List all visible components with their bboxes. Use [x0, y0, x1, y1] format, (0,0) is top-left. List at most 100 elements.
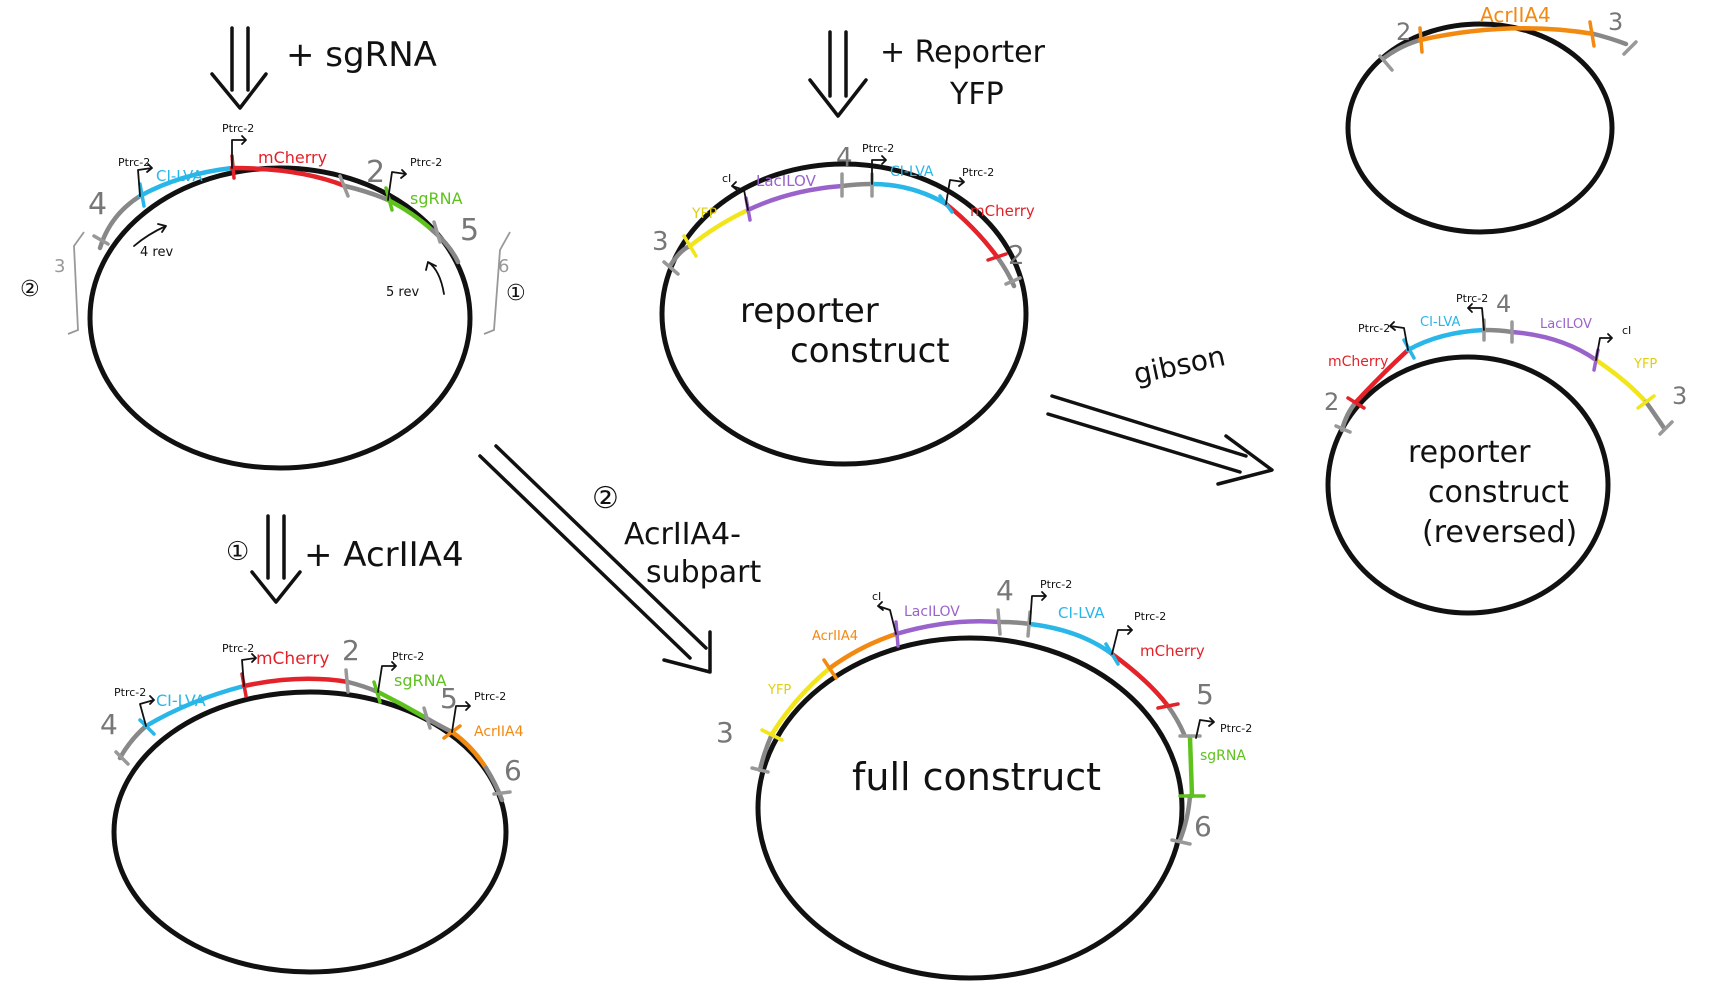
- option-marker: ②: [592, 481, 619, 516]
- junction-label: 2: [1324, 388, 1339, 416]
- promoter-label: Ptrc-2: [222, 122, 254, 135]
- primer-label: 5 rev: [386, 285, 419, 300]
- junction-tick: [372, 680, 382, 704]
- side-number: 3: [54, 256, 65, 277]
- double-arrow-line: [478, 454, 692, 660]
- part-label-LacILOV: LacILOV: [1540, 317, 1592, 332]
- part-label-mCherry: mCherry: [1328, 354, 1388, 370]
- junction-label: 4: [1496, 290, 1511, 318]
- promoter-label: Ptrc-2: [1456, 292, 1488, 305]
- promoter-label: Ptrc-2: [1220, 722, 1252, 735]
- junction-label: 6: [504, 754, 522, 787]
- junction-label: 5: [460, 213, 479, 248]
- promoter-label: Ptrc-2: [1040, 578, 1072, 591]
- AcrIIA4-segment: [449, 729, 489, 771]
- plasmid-title: construct: [790, 331, 950, 371]
- LacILOV-segment: [893, 618, 1003, 637]
- part-label-AcrIIA4: AcrIIA4: [1480, 3, 1551, 27]
- plasmid-acr-part-outline: [1345, 21, 1615, 235]
- backbone-segment: [997, 619, 1033, 627]
- promoter-label: Ptrc-2: [222, 642, 254, 655]
- junction-label: 4: [88, 187, 107, 222]
- junction-label: 2: [342, 634, 360, 667]
- part-label-LacILOV: LacILOV: [904, 604, 960, 620]
- junction-tick: [1658, 420, 1674, 436]
- cI-LVA-segment: [1405, 327, 1487, 353]
- promoter-arrow: [1111, 625, 1133, 655]
- plasmid-bottom-left: Ptrc-2 Ptrc-2 Ptrc-2 Ptrc-2 CI-LVA mCher…: [100, 634, 524, 975]
- plasmid-title: full construct: [852, 755, 1101, 799]
- promoter-arrow: [137, 163, 153, 197]
- junction-tick: [338, 174, 350, 198]
- backbone-segment: [839, 181, 875, 189]
- mCherry-segment: [229, 165, 348, 189]
- mCherry-segment: [1353, 347, 1411, 405]
- promoter-label: cI: [1622, 324, 1631, 337]
- part-label-cI-LVA: CI-LVA: [1420, 315, 1460, 330]
- arrow-head: [662, 630, 712, 674]
- promoter-label: Ptrc-2: [962, 166, 994, 179]
- promoter-arrow: [1467, 303, 1485, 331]
- option-marker: ①: [226, 537, 249, 567]
- backbone-segment: [1591, 31, 1629, 47]
- part-label-cI-LVA: CI-LVA: [156, 167, 203, 185]
- junction-tick: [114, 750, 130, 766]
- promoter-arrow: [1595, 333, 1613, 361]
- part-label-sgRNA: sgRNA: [1200, 748, 1246, 764]
- part-label-cI-LVA: CI-LVA: [1058, 604, 1105, 622]
- junction-tick: [422, 706, 432, 730]
- junction-label: 4: [996, 574, 1014, 607]
- primer-label: 4 rev: [140, 245, 173, 260]
- junction-label: 3: [1608, 8, 1623, 36]
- promoter-arrow: [139, 695, 155, 727]
- junction-tick: [1378, 54, 1394, 72]
- backbone-segment: [1177, 793, 1193, 843]
- promoter-arrow: [731, 181, 749, 211]
- backbone-segment: [1339, 399, 1359, 433]
- promoter-arrow: [231, 135, 247, 169]
- junction-label: 4: [100, 708, 118, 741]
- junction-label: 2: [1396, 18, 1411, 46]
- sgRNA-segment: [1187, 735, 1195, 799]
- backbone-segment: [483, 765, 505, 803]
- junction-tick: [996, 608, 1002, 636]
- step-label: AcrIIA4-: [624, 517, 741, 552]
- plasmid-title: reporter: [1408, 435, 1531, 470]
- promoter-arrow: [451, 701, 471, 733]
- YFP-segment: [687, 207, 751, 249]
- promoter-label: Ptrc-2: [474, 690, 506, 703]
- plasmid-reporter: cI Ptrc-2 Ptrc-2 YFP LacILOV CI-LVA mChe…: [652, 142, 1035, 467]
- promoter-arrow: [241, 653, 257, 687]
- promoter-arrow: [945, 177, 965, 205]
- junction-tick: [92, 234, 110, 246]
- part-label-cI-LVA: CI-LVA: [156, 691, 206, 710]
- cI-LVA-segment: [143, 683, 247, 729]
- junction-tick: [1170, 838, 1192, 846]
- junction-tick: [894, 620, 900, 648]
- plasmid-bottom-left-outline: [111, 689, 509, 975]
- step-label: gibson: [1131, 339, 1229, 391]
- promoter-label: cI: [872, 590, 881, 603]
- backbone-segment: [342, 183, 391, 203]
- part-label-cI-LVA: CI-LVA: [890, 164, 934, 180]
- junction-tick: [492, 790, 512, 796]
- backbone-segment: [1381, 37, 1423, 61]
- YFP-segment: [769, 665, 833, 737]
- plasmid-full-outline: [755, 635, 1185, 981]
- plasmid-reporter-reversed-outline: [1325, 354, 1611, 616]
- promoter-label: Ptrc-2: [1358, 322, 1390, 335]
- promoter-arrow: [1195, 717, 1215, 739]
- junction-tick: [986, 252, 1008, 262]
- step-add-sgrna: + sgRNA: [210, 26, 437, 110]
- promoter-arrow: [387, 169, 407, 201]
- option-marker: ①: [506, 281, 526, 306]
- junction-label: 6: [1194, 810, 1212, 843]
- backbone-segment: [995, 255, 1017, 289]
- backbone-segment: [1643, 399, 1667, 431]
- part-label-mCherry: mCherry: [256, 649, 329, 669]
- step-add-acr: ① + AcrIIA4: [226, 514, 464, 604]
- step-label: YFP: [949, 77, 1004, 112]
- arrow-head: [210, 72, 268, 110]
- promoter-label: Ptrc-2: [1134, 610, 1166, 623]
